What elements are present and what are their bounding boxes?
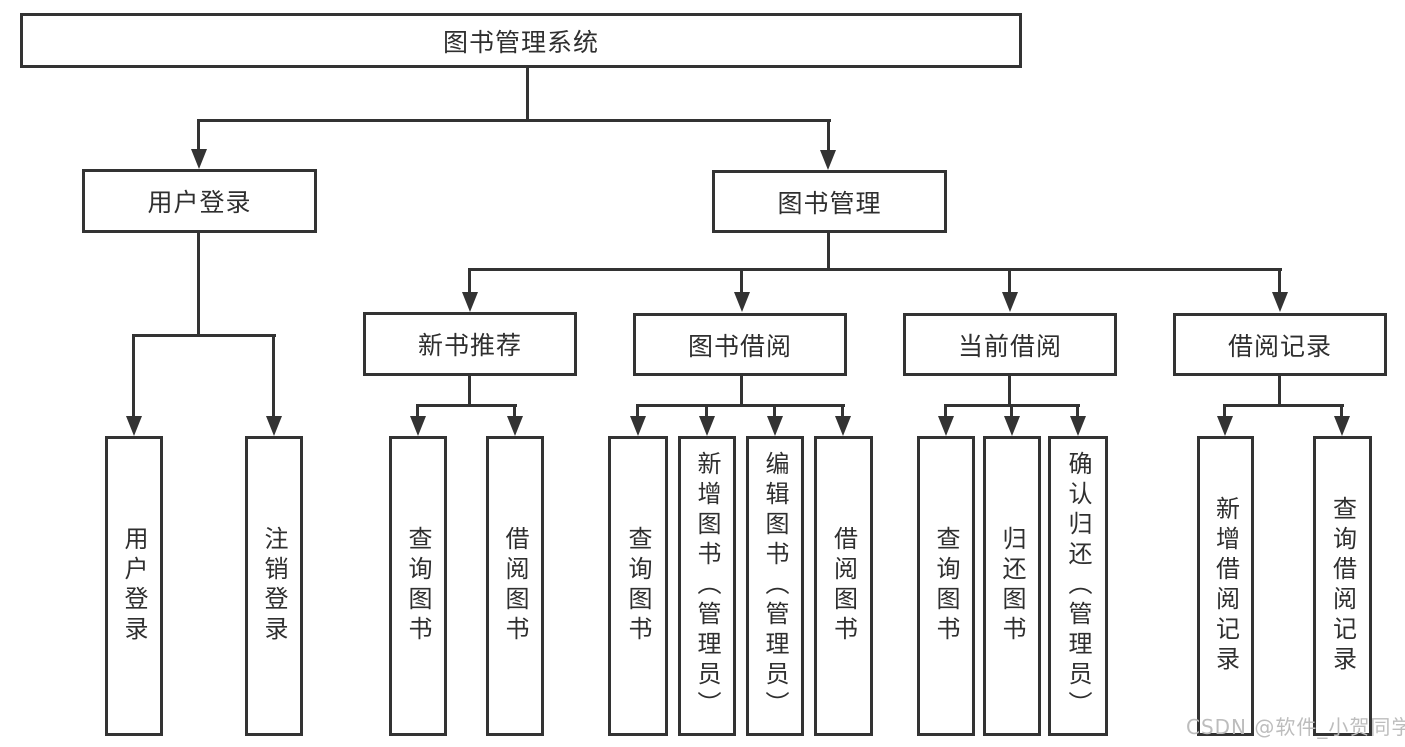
connector-stem-confirm-return	[1076, 404, 1079, 418]
connector-borrow-records-rail	[1223, 404, 1344, 407]
arrowhead-leaf-logout	[266, 416, 282, 436]
leaf-query-books-current: 查询图书	[917, 436, 975, 736]
leaf-logout: 注销登录	[245, 436, 303, 736]
arrowhead-current-borrow	[1002, 292, 1018, 312]
connector-stem-query-books-current	[944, 404, 947, 418]
connector-stem-edit-books-admin	[773, 404, 776, 418]
connector-stem-add-borrow-record	[1223, 404, 1226, 418]
connector-stem-query-borrow-record	[1340, 404, 1343, 418]
arrowhead-add-borrow-record	[1217, 416, 1233, 436]
connector-stem-return-books	[1010, 404, 1013, 418]
node-current-borrow: 当前借阅	[903, 313, 1117, 376]
leaf-add-borrow-record: 新增借阅记录	[1197, 436, 1254, 736]
arrowhead-user-login	[191, 149, 207, 169]
arrowhead-borrow-books-rec	[507, 416, 523, 436]
node-borrow-records: 借阅记录	[1173, 313, 1387, 376]
leaf-borrow-books-rec: 借阅图书	[486, 436, 544, 736]
leaf-borrow-books-borrow: 借阅图书	[814, 436, 873, 736]
connector-stem-leaf-user-login	[132, 334, 135, 418]
connector-level2-rail	[197, 119, 831, 122]
csdn-watermark: CSDN @软件_小贺同学	[1186, 715, 1405, 739]
connector-root-trunk	[526, 68, 529, 122]
leaf-query-borrow-record: 查询借阅记录	[1313, 436, 1372, 736]
leaf-user-login: 用户登录	[105, 436, 163, 736]
connector-stem-current-borrow	[1008, 268, 1011, 294]
arrowhead-query-books-current	[938, 416, 954, 436]
connector-stem-new-book-rec	[468, 268, 471, 294]
arrowhead-query-books-borrow	[630, 416, 646, 436]
arrowhead-confirm-return	[1070, 416, 1086, 436]
arrowhead-book-borrow	[734, 292, 750, 312]
arrowhead-add-books-admin	[699, 416, 715, 436]
connector-borrow-records-trunk	[1278, 376, 1281, 407]
connector-stem-query-books-rec	[416, 404, 419, 418]
node-book-mgmt: 图书管理	[712, 170, 947, 233]
connector-stem-book-borrow	[740, 268, 743, 294]
arrowhead-leaf-user-login	[126, 416, 142, 436]
connector-stem-query-books-borrow	[636, 404, 639, 418]
arrowhead-query-books-rec	[410, 416, 426, 436]
connector-book-borrow-rail	[636, 404, 845, 407]
leaf-add-books-admin: 新增图书（管理员）	[678, 436, 736, 736]
node-book-borrow: 图书借阅	[633, 313, 847, 376]
connector-stem-add-books-admin	[705, 404, 708, 418]
leaf-return-books: 归还图书	[983, 436, 1041, 736]
connector-user-login-trunk	[197, 233, 200, 337]
arrowhead-book-mgmt	[820, 150, 836, 170]
arrowhead-new-book-rec	[462, 292, 478, 312]
arrowhead-borrow-records	[1272, 292, 1288, 312]
connector-level3-rail	[468, 268, 1282, 271]
node-root-library-system: 图书管理系统	[20, 13, 1022, 68]
leaf-query-books-borrow: 查询图书	[608, 436, 668, 736]
arrowhead-return-books	[1004, 416, 1020, 436]
leaf-confirm-return-admin: 确认归还（管理员）	[1048, 436, 1108, 736]
connector-stem-leaf-logout	[272, 334, 275, 418]
node-user-login: 用户登录	[82, 169, 317, 233]
connector-new-book-rec-trunk	[468, 376, 471, 407]
arrowhead-edit-books-admin	[767, 416, 783, 436]
connector-stem-borrow-books-rec	[513, 404, 516, 418]
node-new-book-rec: 新书推荐	[363, 312, 577, 376]
arrowhead-query-borrow-record	[1334, 416, 1350, 436]
arrowhead-borrow-books-borrow	[835, 416, 851, 436]
connector-book-borrow-trunk	[740, 376, 743, 407]
connector-new-book-rec-rail	[416, 404, 517, 407]
connector-stem-borrow-records	[1278, 268, 1281, 294]
connector-book-mgmt-trunk	[827, 233, 830, 271]
connector-user-login-rail	[132, 334, 276, 337]
connector-stem-user-login	[197, 119, 200, 152]
connector-stem-borrow-books-borrow	[841, 404, 844, 418]
connector-stem-book-mgmt	[827, 119, 830, 153]
leaf-query-books-rec: 查询图书	[389, 436, 447, 736]
connector-current-borrow-trunk	[1008, 376, 1011, 407]
leaf-edit-books-admin: 编辑图书（管理员）	[746, 436, 804, 736]
